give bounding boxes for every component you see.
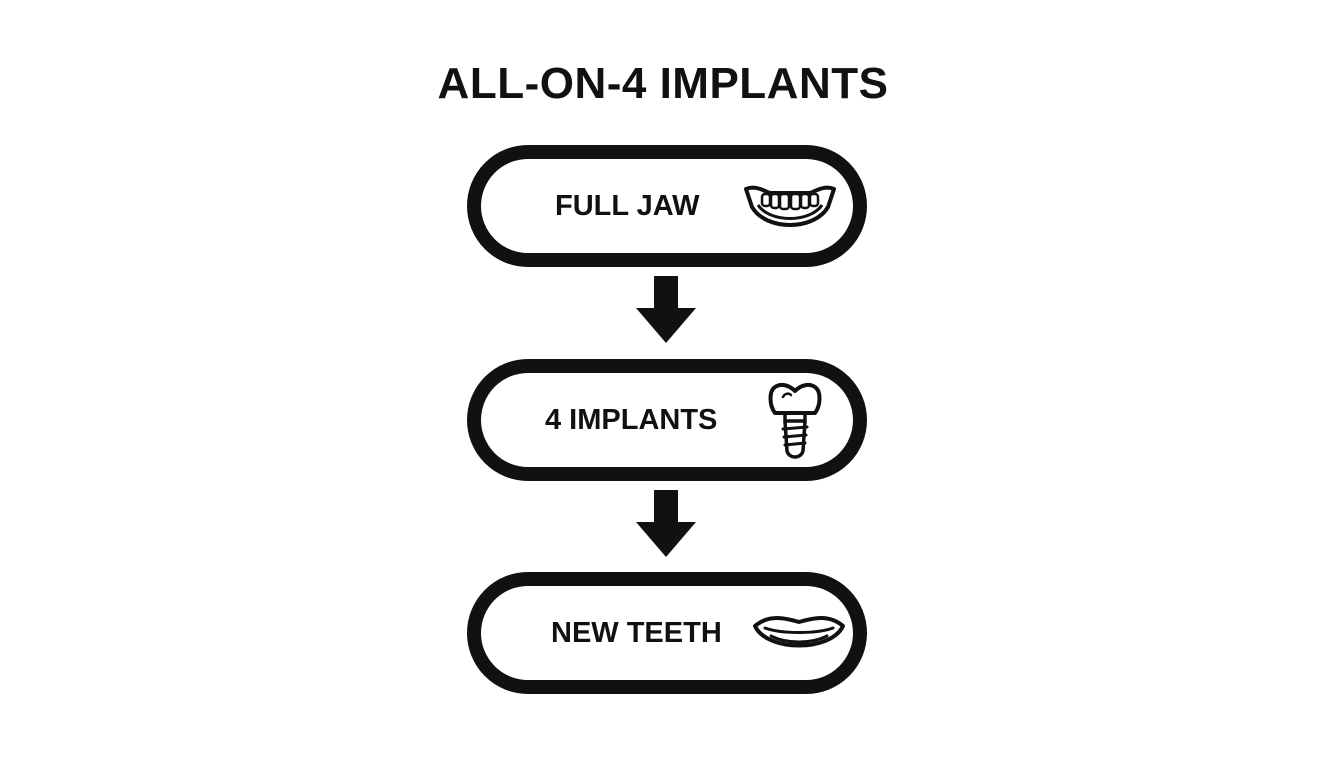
step-label: 4 IMPLANTS <box>545 404 718 436</box>
arrow-down-icon <box>636 490 696 557</box>
diagram-title: ALL-ON-4 IMPLANTS <box>437 59 889 108</box>
step-label: FULL JAW <box>555 190 700 222</box>
arrow-down-icon <box>636 276 696 343</box>
jaw-icon <box>744 185 836 227</box>
dental-implant-icon <box>768 382 822 459</box>
step-full-jaw: FULL JAW <box>467 145 867 267</box>
step-label: NEW TEETH <box>551 617 722 649</box>
smile-icon <box>753 616 845 648</box>
step-4-implants: 4 IMPLANTS <box>467 359 867 481</box>
step-new-teeth: NEW TEETH <box>467 572 867 694</box>
